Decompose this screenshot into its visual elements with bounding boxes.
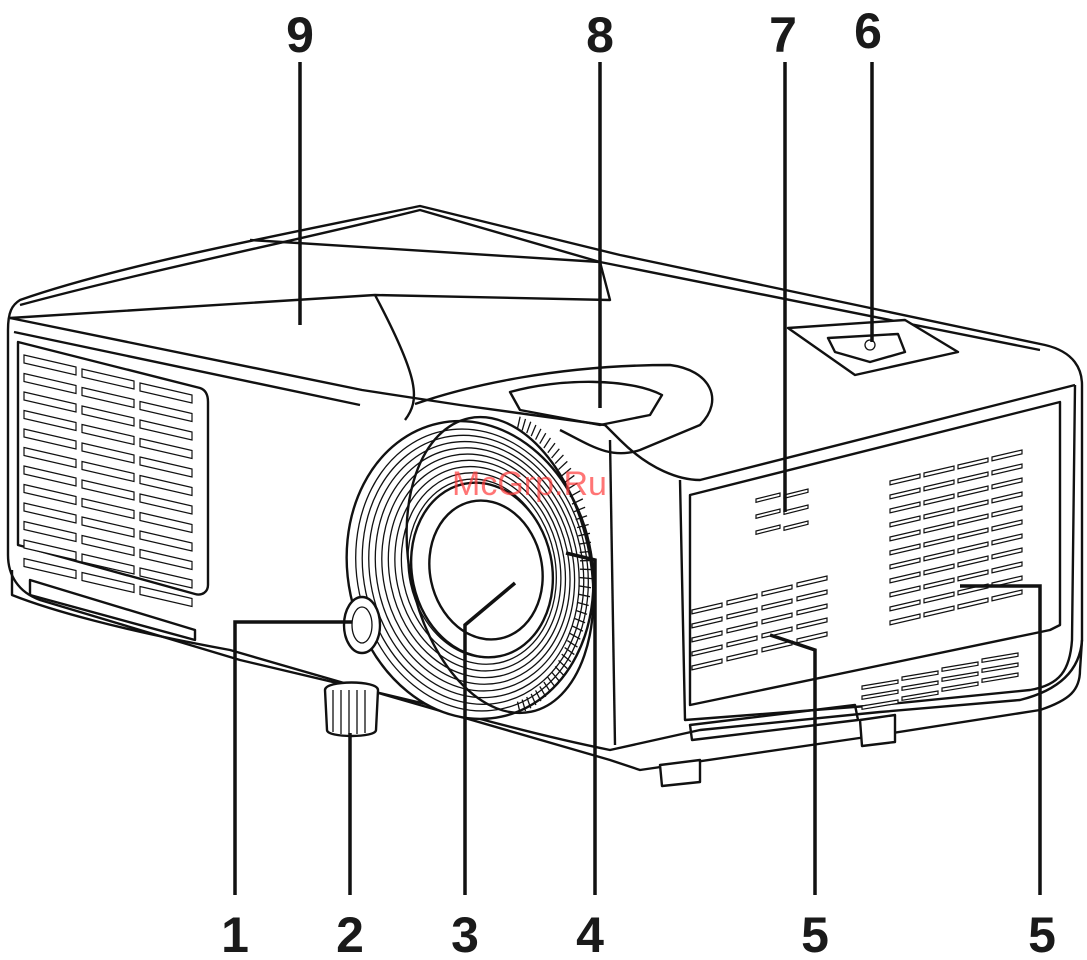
callout-1: 1 [221,907,249,960]
callout-7: 7 [769,7,797,63]
callout-2: 2 [336,907,364,960]
callout-5b: 5 [1028,907,1056,960]
callout-9: 9 [286,7,314,63]
callout-8: 8 [586,7,614,63]
callout-3: 3 [451,907,479,960]
callout-5a: 5 [801,907,829,960]
front-vent-grille-left [18,342,208,607]
callout-4: 4 [576,907,604,960]
watermark: McGrp.Ru [452,465,607,503]
callout-6: 6 [854,3,882,59]
ir-receiver [344,597,380,653]
